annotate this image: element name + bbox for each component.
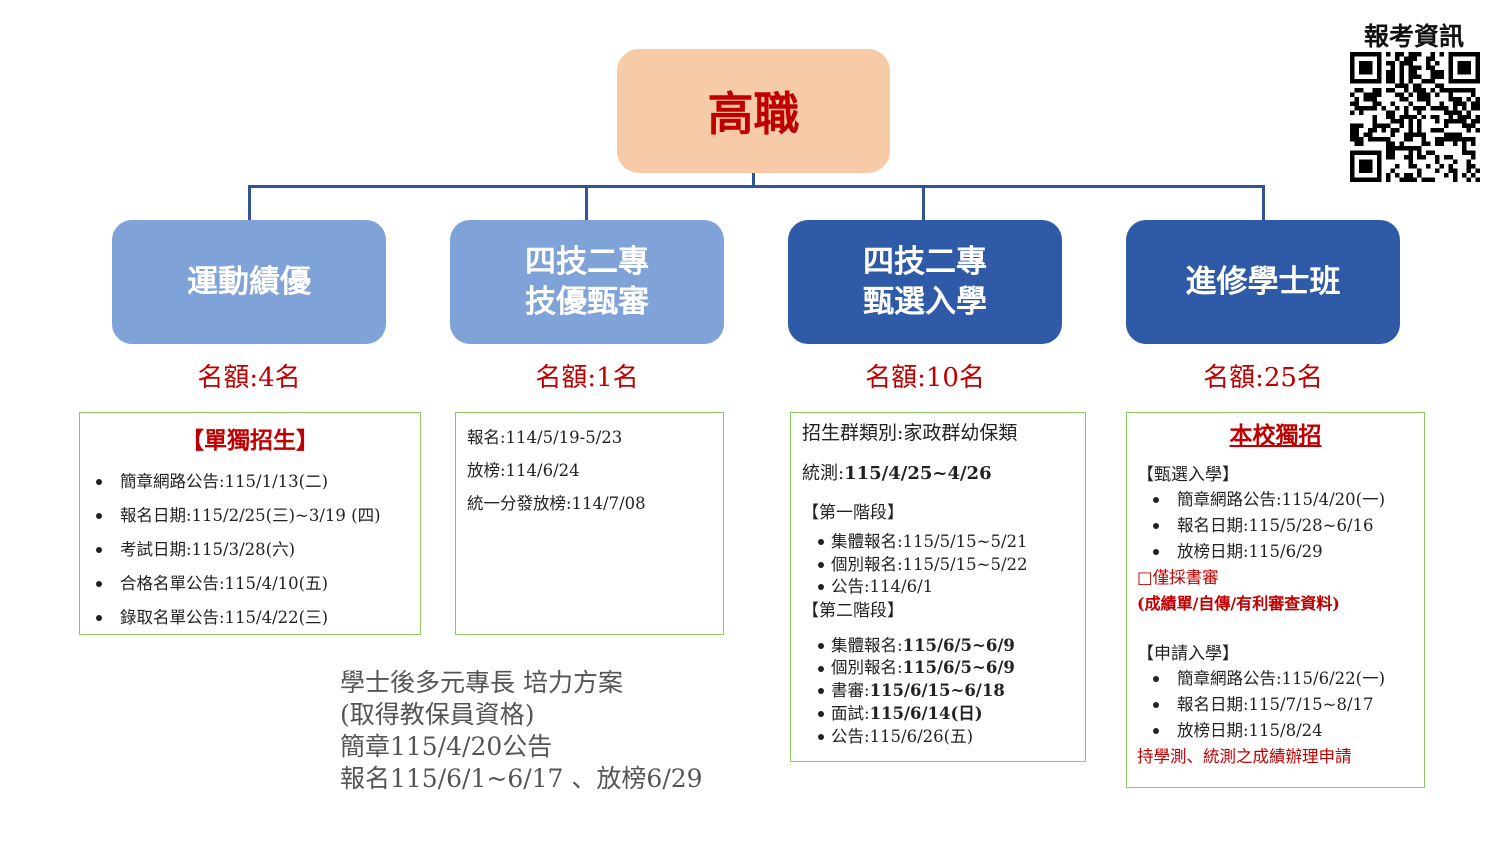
test-dates: 統測:115/4/25~4/26 <box>802 459 1085 485</box>
connector-down-4 <box>1262 185 1265 220</box>
box-line: 統一分發放榜:114/7/08 <box>467 494 646 513</box>
item-label: 書審: <box>831 681 870 701</box>
list-item: 放榜日期:115/8/24 <box>1137 718 1424 744</box>
info-box-sports: 【單獨招生】 簡章網路公告:115/1/13(二) 報名日期:115/2/25(… <box>79 412 421 635</box>
connector-down-2 <box>585 185 588 220</box>
test-date: 115/4/25~4/26 <box>844 463 992 484</box>
item-value: 115/6/15~6/18 <box>869 681 1005 701</box>
group-category: 招生群類別:家政群幼保類 <box>802 422 1018 444</box>
category-label-line1: 四技二專 <box>525 244 649 280</box>
stage2-list: 集體報名:115/6/5~6/9 個別報名:115/6/5~6/9 書審:115… <box>802 635 1085 749</box>
note-line: 簡章115/4/20公告 <box>340 732 553 761</box>
list-item: 簡章網路公告:115/6/22(一) <box>1137 666 1424 692</box>
item-value: 115/6/26(五) <box>869 726 974 746</box>
list-item: 簡章網路公告:115/4/20(一) <box>1137 487 1424 513</box>
item-value: 115/6/5~6/9 <box>902 635 1015 655</box>
connector-root-down <box>752 173 755 187</box>
category-selection-admission: 四技二專 甄選入學 <box>788 220 1062 344</box>
qr-code-icon[interactable] <box>1350 52 1480 182</box>
category-label: 運動績優 <box>187 264 311 300</box>
quota-tech-talent: 名額:1名 <box>535 363 639 393</box>
item-label: 集體報名: <box>831 635 903 655</box>
box-line: 報名:114/5/19-5/23 <box>467 428 623 447</box>
list-item: 報名日期:115/7/15~8/17 <box>1137 692 1424 718</box>
category-label-line1: 四技二專 <box>863 244 987 280</box>
category-tech-talent: 四技二專 技優甄審 <box>450 220 724 344</box>
item-label: 面試: <box>831 703 870 723</box>
root-label: 高職 <box>707 87 800 141</box>
list-item: 集體報名:115/5/15~5/21 <box>802 531 1085 554</box>
item-value: 115/6/14(日) <box>869 703 983 723</box>
review-only-note: □僅採書審 <box>1137 568 1219 587</box>
stage2-heading: 【第二階段】 <box>802 600 904 621</box>
application-list: 簡章網路公告:115/6/22(一) 報名日期:115/7/15~8/17 放榜… <box>1137 666 1424 744</box>
list-item: 合格名單公告:115/4/10(五) <box>80 567 420 601</box>
info-box-tech-talent: 報名:114/5/19-5/23 放榜:114/6/24 統一分發放榜:114/… <box>455 412 724 635</box>
section-heading: 【申請入學】 <box>1137 644 1239 664</box>
connector-horizontal <box>248 185 1265 188</box>
note-line: (取得教保員資格) <box>340 700 535 729</box>
category-continuing-bachelor: 進修學士班 <box>1126 220 1400 344</box>
box-title: 本校獨招 <box>1229 422 1322 449</box>
info-box-selection: 招生群類別:家政群幼保類 統測:115/4/25~4/26 【第一階段】 集體報… <box>790 412 1086 762</box>
stage1-heading: 【第一階段】 <box>802 503 904 523</box>
list-item: 錄取名單公告:115/4/22(三) <box>80 601 420 635</box>
list-item: 放榜日期:115/6/29 <box>1137 539 1424 565</box>
list-item: 書審:115/6/15~6/18 <box>802 680 1085 703</box>
note-line: 學士後多元專長 培力方案 <box>340 668 623 697</box>
list-item: 公告:115/6/26(五) <box>802 726 1085 749</box>
item-label: 公告: <box>831 726 870 746</box>
section-heading: 【甄選入學】 <box>1137 465 1239 485</box>
category-label: 進修學士班 <box>1185 264 1341 300</box>
box-line: 放榜:114/6/24 <box>467 461 580 480</box>
note-line: 報名115/6/1~6/17 、放榜6/29 <box>340 764 703 793</box>
list-item: 報名日期:115/2/25(三)~3/19 (四) <box>80 499 420 533</box>
root-node-vocational: 高職 <box>617 49 890 173</box>
category-label-line2: 甄選入學 <box>863 284 987 320</box>
list-item: 考試日期:115/3/28(六) <box>80 533 420 567</box>
list-item: 集體報名:115/6/5~6/9 <box>802 635 1085 658</box>
item-label: 個別報名: <box>831 658 903 678</box>
box-title: 【單獨招生】 <box>181 427 319 454</box>
category-sports: 運動績優 <box>112 220 386 344</box>
schedule-list: 簡章網路公告:115/1/13(二) 報名日期:115/2/25(三)~3/19… <box>80 465 420 635</box>
list-item: 面試:115/6/14(日) <box>802 703 1085 726</box>
qr-title: 報考資訊 <box>1363 22 1464 51</box>
list-item: 公告:114/6/1 <box>802 576 1085 599</box>
item-value: 115/6/5~6/9 <box>902 658 1015 678</box>
connector-down-3 <box>922 185 925 220</box>
review-docs-note: (成績單/自傳/有利審查資料) <box>1137 594 1340 613</box>
stage1-list: 集體報名:115/5/15~5/21 個別報名:115/5/15~5/22 公告… <box>802 531 1085 599</box>
quota-sports: 名額:4名 <box>197 363 301 393</box>
list-item: 報名日期:115/5/28~6/16 <box>1137 513 1424 539</box>
quota-selection: 名額:10名 <box>865 363 985 393</box>
list-item: 個別報名:115/6/5~6/9 <box>802 657 1085 680</box>
post-bachelor-program-note: 學士後多元專長 培力方案 (取得教保員資格) 簡章115/4/20公告 報名11… <box>340 667 703 795</box>
info-box-continuing: 本校獨招 【甄選入學】 簡章網路公告:115/4/20(一) 報名日期:115/… <box>1126 412 1425 788</box>
category-label-line2: 技優甄審 <box>525 284 649 320</box>
score-note: 持學測、統測之成績辦理申請 <box>1137 747 1352 766</box>
quota-continuing: 名額:25名 <box>1203 363 1323 393</box>
list-item: 簡章網路公告:115/1/13(二) <box>80 465 420 499</box>
connector-down-1 <box>248 185 251 220</box>
selection-list: 簡章網路公告:115/4/20(一) 報名日期:115/5/28~6/16 放榜… <box>1137 487 1424 565</box>
test-label: 統測: <box>802 463 845 484</box>
list-item: 個別報名:115/5/15~5/22 <box>802 554 1085 577</box>
